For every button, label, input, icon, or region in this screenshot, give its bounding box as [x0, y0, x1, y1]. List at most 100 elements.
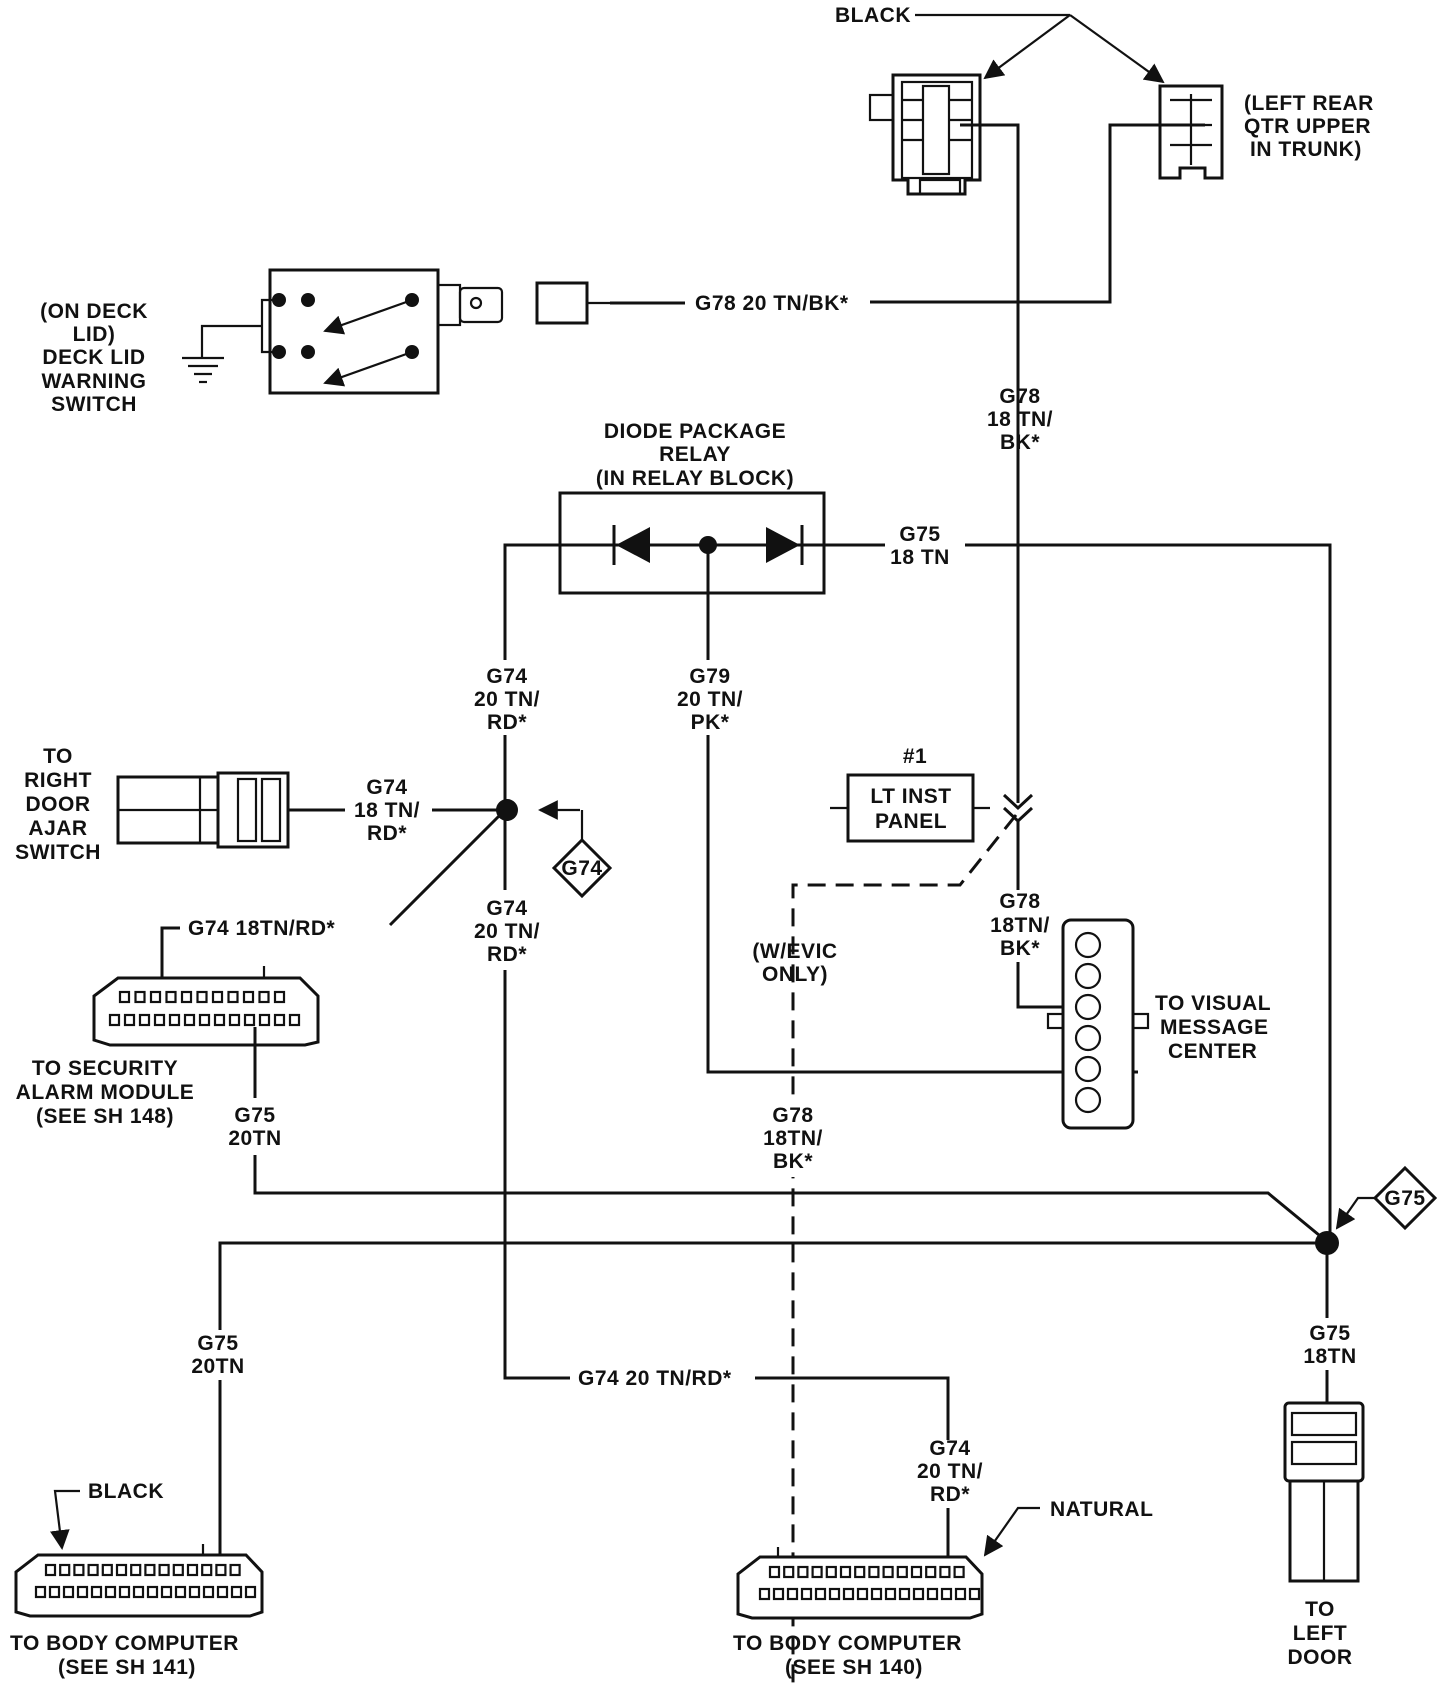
- g74-18-2: 18 TN/: [354, 799, 420, 822]
- connector-pin: [153, 1013, 166, 1027]
- connector-pin: [940, 1587, 953, 1601]
- inst-panel-1: LT INST: [870, 785, 951, 808]
- connector-pin: [227, 990, 239, 1004]
- g78-mid-1: G78: [999, 890, 1040, 913]
- connector-pin: [144, 1563, 156, 1577]
- connector-pin: [172, 1563, 184, 1577]
- connector-pin: [130, 1563, 142, 1577]
- deck-lid-label-5: SWITCH: [51, 393, 137, 416]
- connector-pin: [201, 1563, 213, 1577]
- connector-pin: [258, 990, 270, 1004]
- deck-lid-switch: (ON DECK LID) DECK LID WARNING SWITCH: [40, 268, 610, 416]
- connector-pin: [138, 1013, 151, 1027]
- g74-a-1: G74: [486, 665, 527, 688]
- visual-3: CENTER: [1168, 1040, 1257, 1063]
- connector-pin: [772, 1587, 785, 1601]
- connector-pin: [183, 1013, 196, 1027]
- connector-pin: [44, 1563, 57, 1577]
- wire-g79: [706, 735, 1138, 1074]
- connector-pin: [168, 1013, 181, 1027]
- g78-18-top-2: 18 TN/: [987, 408, 1053, 431]
- connector-pin: [165, 990, 177, 1004]
- g78-mid-2: 18TN/: [990, 914, 1050, 937]
- deck-lid-label-4: WARNING: [42, 370, 147, 393]
- g74-splice-label: G74: [561, 857, 602, 880]
- bc140-1: TO BODY COMPUTER: [733, 1632, 962, 1655]
- vmc-pin: [1074, 931, 1102, 959]
- connector-pin: [882, 1565, 894, 1579]
- connector-pin: [62, 1585, 75, 1599]
- security-3: (SEE SH 148): [36, 1105, 174, 1128]
- connector-pin: [118, 990, 131, 1004]
- vmc-pin: [1074, 1086, 1102, 1114]
- g78-low-1: G78: [772, 1104, 813, 1127]
- g74-c-1: G74: [929, 1437, 970, 1460]
- connector-pin: [186, 1563, 199, 1577]
- g75-20b-1: G75: [197, 1332, 238, 1355]
- bc140-2: (SEE SH 140): [785, 1656, 923, 1679]
- connector-pin: [884, 1587, 897, 1601]
- g74-a-3: RD*: [487, 711, 527, 734]
- wire-evic-dashed: [791, 814, 1018, 1684]
- wire-g74-to-security: [388, 808, 507, 927]
- connector-pin: [132, 1585, 145, 1599]
- connector-pin: [90, 1585, 103, 1599]
- security-alarm-module: TO SECURITY ALARM MODULE (SEE SH 148): [16, 966, 320, 1128]
- wire-g78-20: [870, 123, 1205, 304]
- connector-pin: [188, 1585, 201, 1599]
- connector-pin: [814, 1587, 827, 1601]
- connector-pin: [211, 990, 224, 1004]
- vmc-pin: [1074, 1024, 1102, 1052]
- connector-pin: [230, 1585, 243, 1599]
- deck-lid-label-2: LID): [73, 323, 116, 346]
- connector-pin: [273, 990, 286, 1004]
- visual-2: MESSAGE: [1160, 1016, 1269, 1039]
- connector-pin: [288, 1013, 301, 1027]
- connector-pin: [939, 1565, 951, 1579]
- diode-label-1: DIODE PACKAGE: [604, 420, 786, 443]
- g79-1: G79: [689, 665, 730, 688]
- connector-pin: [953, 1565, 965, 1579]
- deck-lid-label-3: DECK LID: [42, 346, 145, 369]
- lt-inst-panel: #1 LT INST PANEL: [830, 745, 990, 843]
- g74-b-2: 20 TN/: [474, 920, 540, 943]
- connector-pin: [215, 1563, 227, 1577]
- connector-pin: [926, 1587, 939, 1601]
- g74-c-2: 20 TN/: [917, 1460, 983, 1483]
- connector-pin: [34, 1585, 47, 1599]
- wire-g74-c: [755, 1376, 950, 1440]
- connector-pin: [811, 1565, 823, 1579]
- bc141-1: TO BODY COMPUTER: [10, 1632, 239, 1655]
- connector-pin: [842, 1587, 855, 1601]
- connector-pin: [828, 1587, 841, 1601]
- g74-18-horiz: G74 18TN/RD*: [188, 917, 336, 940]
- g74-b-3: RD*: [487, 943, 527, 966]
- connector-pin: [48, 1585, 61, 1599]
- vmc-pin: [1074, 993, 1102, 1021]
- connector-pin: [912, 1587, 925, 1601]
- g75-top-1: G75: [899, 523, 940, 546]
- connector-pin: [216, 1585, 229, 1599]
- right-door-5: SWITCH: [15, 841, 101, 864]
- g74-a-2: 20 TN/: [474, 688, 540, 711]
- connector-pin: [134, 990, 146, 1004]
- visual-message-center: TO VISUAL MESSAGE CENTER: [1046, 918, 1271, 1130]
- connector-pin: [768, 1565, 781, 1579]
- g75-18b-1: G75: [1309, 1322, 1350, 1345]
- inst-panel-ref: #1: [903, 745, 927, 768]
- connector-pin: [101, 1563, 113, 1577]
- right-door-3: DOOR: [26, 793, 91, 816]
- right-door-1: TO: [43, 745, 73, 768]
- diode-package-relay: DIODE PACKAGE RELAY (IN RELAY BLOCK): [558, 420, 826, 595]
- wire-g78-18: [960, 123, 1020, 803]
- connector-pin: [160, 1585, 173, 1599]
- connector-housing-left: [891, 73, 982, 196]
- wire-g75-20-a-run: [253, 1155, 1326, 1242]
- deck-lid-label-1: (ON DECK: [40, 300, 148, 323]
- visual-1: TO VISUAL: [1155, 992, 1271, 1015]
- connector-pin: [925, 1565, 937, 1579]
- g74-18-3: RD*: [367, 822, 407, 845]
- body-computer-140: NATURAL TO BODY COMPUTER (SEE SH 140): [733, 1498, 1153, 1679]
- diode-label-2: RELAY: [659, 443, 731, 466]
- connector-pin: [158, 1563, 170, 1577]
